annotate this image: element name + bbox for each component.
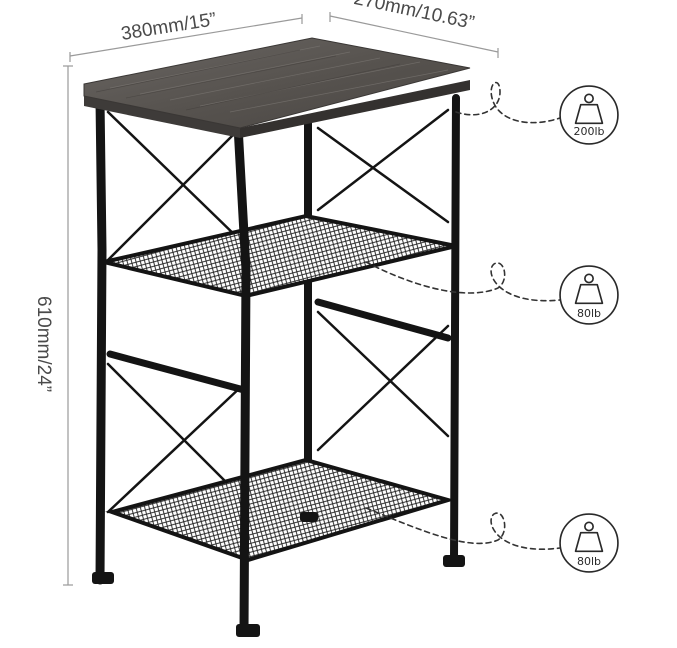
side-table-illustration: [83, 37, 471, 637]
bottom-shelf: [105, 457, 456, 563]
capacity-indicator-top: 200lb: [455, 81, 619, 145]
tabletop: [83, 37, 471, 138]
back-right-leg: [450, 94, 460, 564]
capacity-label: 80lb: [577, 555, 601, 568]
foot: [236, 624, 260, 637]
foot: [92, 572, 114, 584]
capacity-indicator-middle: 80lb: [365, 261, 619, 325]
foot: [443, 555, 465, 567]
front-right-leg: [233, 121, 251, 637]
height-dimension: 610mm/24”: [33, 65, 73, 586]
capacity-indicator-bottom: 80lb: [365, 507, 619, 573]
depth-label: 270mm/10.63”: [352, 0, 476, 34]
height-label: 610mm/24”: [33, 296, 54, 392]
front-left-leg: [95, 95, 107, 585]
middle-shelf: [103, 213, 457, 299]
capacity-label: 80lb: [577, 307, 601, 320]
capacity-label: 200lb: [573, 125, 604, 138]
foot: [300, 512, 318, 522]
